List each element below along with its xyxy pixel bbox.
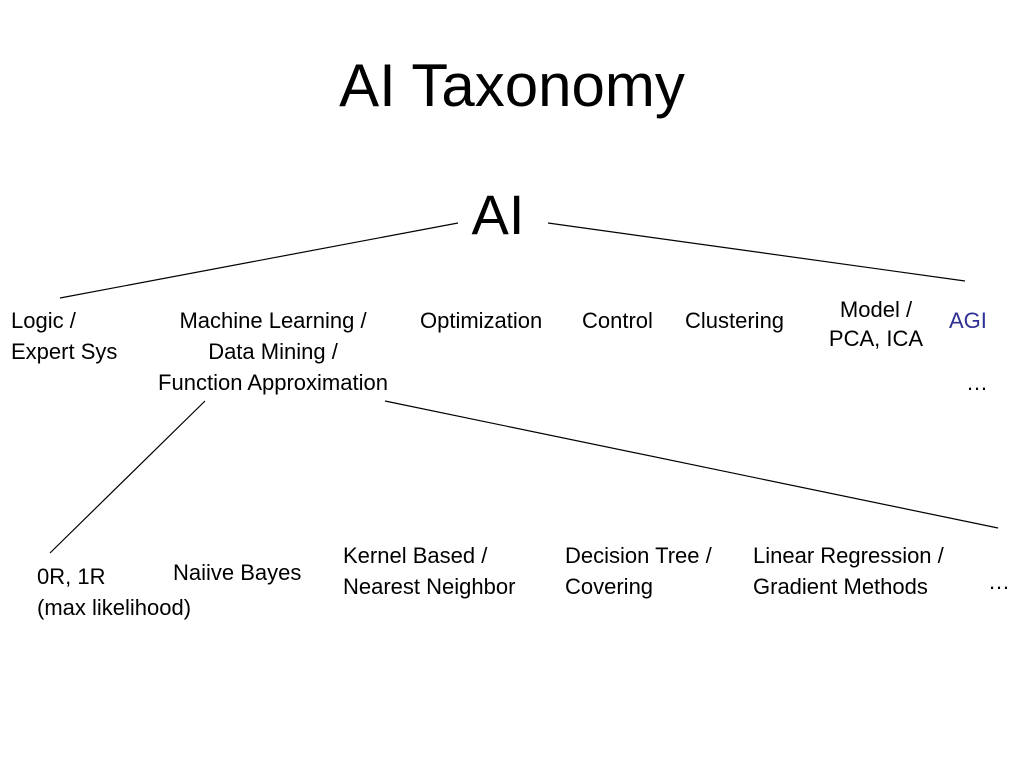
node-logic-expert-sys: Logic / Expert Sys [11, 308, 118, 364]
page-title: AI Taxonomy [339, 52, 685, 119]
root-node-ai: AI [471, 183, 525, 246]
node-level1-ellipsis: … [966, 370, 988, 395]
connector-ml-to-ellipsis [384, 400, 999, 529]
node-naiive-bayes: Naiive Bayes [173, 560, 302, 585]
connector-ai-to-agi [547, 222, 966, 282]
node-machine-learning: Machine Learning / Data Mining / Functio… [158, 308, 388, 395]
connector-ai-to-logic [59, 222, 459, 299]
node-optimization: Optimization [420, 308, 543, 333]
node-clustering: Clustering [685, 308, 785, 333]
connector-ml-to-0r1r [49, 400, 206, 554]
node-level2-ellipsis: … [988, 569, 1010, 594]
node-0r-1r: 0R, 1R (max likelihood) [37, 564, 192, 620]
node-decision-tree: Decision Tree / Covering [565, 543, 712, 599]
node-linear-regression: Linear Regression / Gradient Methods [753, 543, 944, 599]
node-kernel-based: Kernel Based / Nearest Neighbor [343, 543, 516, 599]
node-agi: AGI [949, 308, 987, 333]
node-model-pca-ica: Model / PCA, ICA [828, 297, 924, 351]
node-control: Control [582, 308, 653, 333]
